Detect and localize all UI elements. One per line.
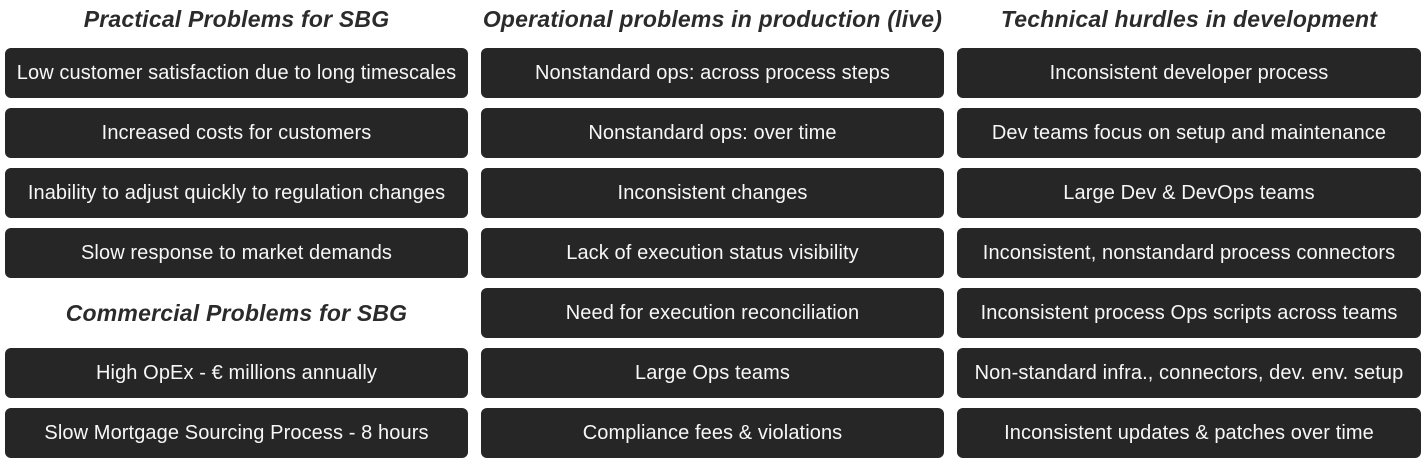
problem-box: Nonstandard ops: over time (481, 108, 944, 158)
column-header-operational: Operational problems in production (live… (482, 5, 943, 32)
problem-box: Inconsistent process Ops scripts across … (957, 288, 1421, 338)
problem-box: Slow response to market demands (5, 228, 468, 278)
column-technical-hurdles: Technical hurdles in development Inconsi… (957, 0, 1421, 464)
column-header-commercial: Commercial Problems for SBG (65, 299, 408, 326)
problem-box: Lack of execution status visibility (481, 228, 944, 278)
problem-box: Need for execution reconciliation (481, 288, 944, 338)
problem-box: Inconsistent updates & patches over time (957, 408, 1421, 458)
problem-box: Increased costs for customers (5, 108, 468, 158)
problem-box: Large Dev & DevOps teams (957, 168, 1421, 218)
problem-box: Dev teams focus on setup and maintenance (957, 108, 1421, 158)
problem-box: Non-standard infra., connectors, dev. en… (957, 348, 1421, 398)
problem-box: Inconsistent developer process (957, 48, 1421, 98)
problem-box: Nonstandard ops: across process steps (481, 48, 944, 98)
column-header-practical: Practical Problems for SBG (83, 5, 390, 32)
problem-box: Low customer satisfaction due to long ti… (5, 48, 468, 98)
problem-box: Slow Mortgage Sourcing Process - 8 hours (5, 408, 468, 458)
problem-box: Large Ops teams (481, 348, 944, 398)
problem-box: Inability to adjust quickly to regulatio… (5, 168, 468, 218)
column-header-technical: Technical hurdles in development (1000, 5, 1378, 32)
problem-box: Inconsistent, nonstandard process connec… (957, 228, 1421, 278)
problem-box: High OpEx - € millions annually (5, 348, 468, 398)
column-operational-problems: Operational problems in production (live… (481, 0, 944, 464)
problem-box: Inconsistent changes (481, 168, 944, 218)
column-practical-problems: Practical Problems for SBG Low customer … (5, 0, 468, 464)
problem-box: Compliance fees & violations (481, 408, 944, 458)
